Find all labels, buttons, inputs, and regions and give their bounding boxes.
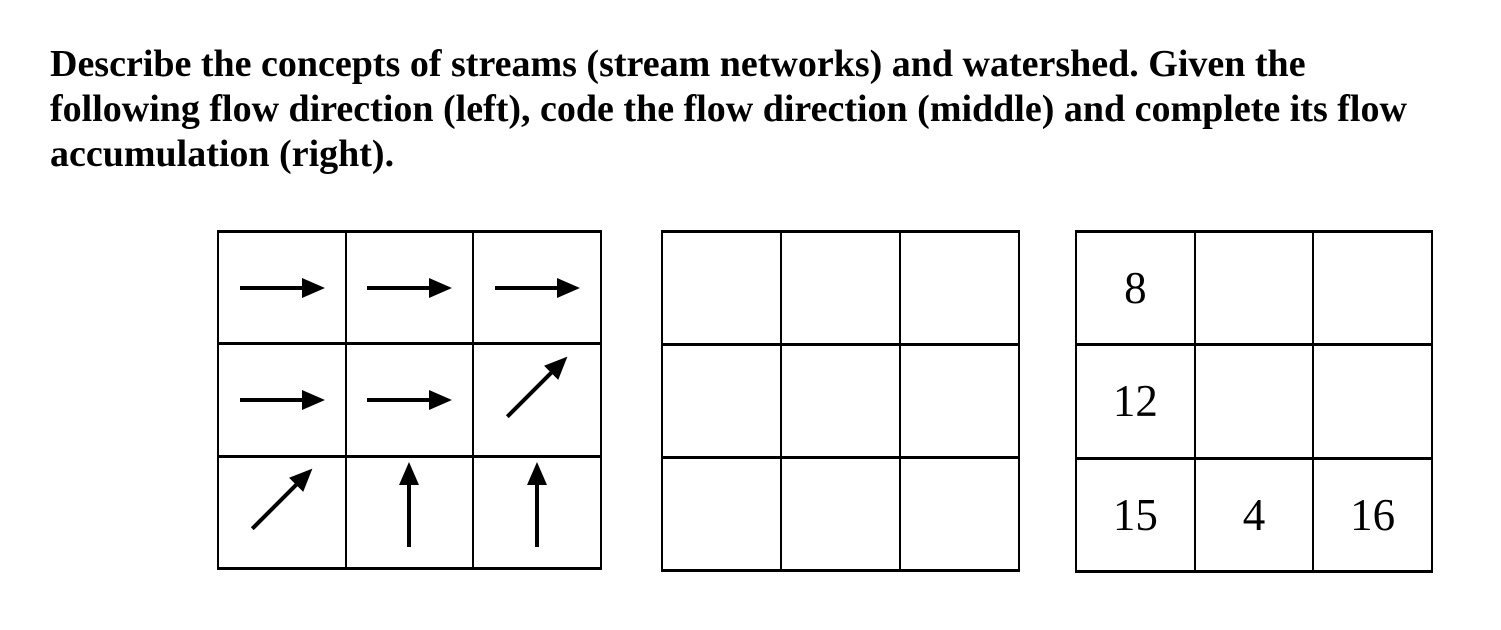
grid-cell	[1195, 346, 1315, 460]
question-text: Describe the concepts of streams (stream…	[50, 42, 1407, 177]
grid-cell	[1314, 233, 1433, 347]
grid-cell	[901, 233, 1020, 346]
grid-cell: 15	[1077, 459, 1196, 573]
grid-cell	[901, 459, 1020, 572]
grid-cell	[782, 346, 901, 459]
arrow-up-right-icon	[250, 468, 313, 531]
grid-cell	[663, 233, 782, 346]
grid-cell	[663, 459, 782, 572]
grid-cell	[901, 346, 1020, 459]
arrow-up-icon	[527, 462, 548, 548]
grid-cell	[663, 346, 782, 459]
grid-cell	[474, 457, 602, 570]
grid-cell: 12	[1077, 346, 1196, 460]
grid-cell	[346, 233, 475, 346]
grid-cell	[1314, 346, 1433, 460]
grid-cell	[219, 457, 347, 570]
arrow-right-icon	[495, 277, 581, 298]
grid-cell	[1195, 233, 1315, 347]
grid-cell	[782, 459, 901, 572]
grid-cell: 8	[1077, 233, 1196, 347]
grid-cell: 4	[1195, 459, 1315, 573]
arrow-right-icon	[367, 277, 453, 298]
question-line-2: following flow direction (left), code th…	[50, 88, 1407, 130]
grid-cell	[474, 345, 602, 458]
grid-cell	[346, 345, 475, 458]
grid-cell	[219, 345, 347, 458]
arrow-right-icon	[239, 389, 325, 410]
grid-cell: 16	[1314, 459, 1433, 573]
flow-direction-grid	[217, 230, 602, 570]
arrow-right-icon	[367, 389, 453, 410]
arrow-up-right-icon	[506, 356, 568, 419]
question-line-1: Describe the concepts of streams (stream…	[50, 43, 1306, 85]
question-line-3: accumulation (right).	[50, 133, 395, 175]
arrow-right-icon	[239, 277, 325, 298]
grid-cell	[474, 233, 602, 346]
grid-cell	[346, 457, 475, 570]
grid-cell	[782, 233, 901, 346]
flow-direction-code-grid	[661, 230, 1020, 572]
arrow-up-icon	[399, 462, 420, 548]
grid-cell	[219, 233, 347, 346]
